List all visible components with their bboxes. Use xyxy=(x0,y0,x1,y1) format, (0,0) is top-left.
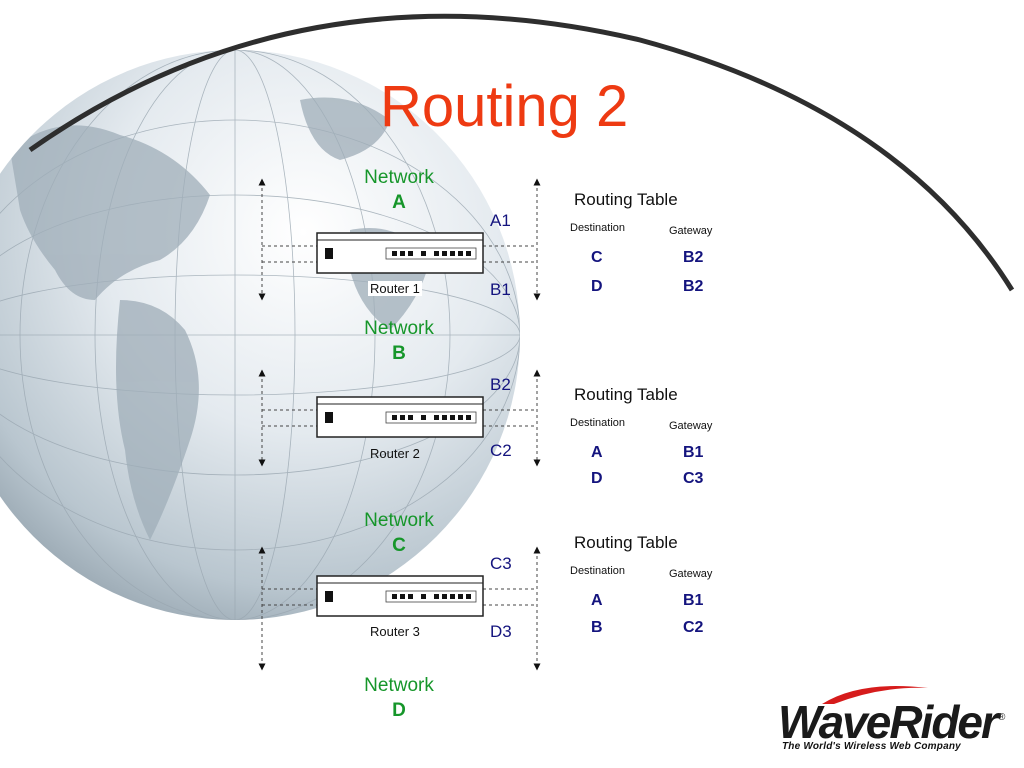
routing-table-2-row-1-gateway: B1 xyxy=(683,444,704,461)
logo-tagline: The World's Wireless Web Company xyxy=(782,741,961,752)
routing-table-1-row-1-destination: C xyxy=(591,249,603,266)
routing-table-3-row-1-gateway: B1 xyxy=(683,592,704,609)
logo-wordmark: WaveRider xyxy=(778,696,999,748)
router-3-device xyxy=(316,575,484,617)
network-c-letter: C xyxy=(392,535,406,556)
routing-table-1-destination-header: Destination xyxy=(570,222,626,234)
horizon-arc xyxy=(28,13,1015,292)
routing-table-2-gateway-header: Gateway xyxy=(669,420,713,432)
router-1-links xyxy=(258,178,541,301)
router-3-links xyxy=(258,546,541,671)
port-b2: B2 xyxy=(490,375,511,394)
routing-table-3-row-2-gateway: C2 xyxy=(683,619,704,636)
network-b-letter: B xyxy=(392,343,406,364)
routing-table-2-row-1-destination: A xyxy=(591,444,603,461)
network-b-label: Network B xyxy=(354,316,444,366)
router-2-label: Router 2 xyxy=(370,446,420,461)
network-a-word: Network xyxy=(364,167,434,188)
routing-table-3-title: Routing Table xyxy=(574,533,678,552)
routing-table-3-destination-header: Destination xyxy=(570,565,626,577)
network-b-word: Network xyxy=(364,318,434,339)
router-1-label: Router 1 xyxy=(368,281,422,296)
port-a1: A1 xyxy=(490,211,511,230)
port-d3: D3 xyxy=(490,622,512,641)
routing-table-3-row-1-destination: A xyxy=(591,592,603,609)
router-3-label: Router 3 xyxy=(370,624,420,639)
routing-table-1-row-2-gateway: B2 xyxy=(683,278,704,295)
port-c3: C3 xyxy=(490,554,512,573)
routing-table-1-gateway-header: Gateway xyxy=(669,225,713,237)
network-a-letter: A xyxy=(392,192,406,213)
globe-gridlines xyxy=(0,50,520,620)
routing-table-2-row-2-gateway: C3 xyxy=(683,470,704,487)
network-c-word: Network xyxy=(364,510,434,531)
slide-title: Routing 2 xyxy=(380,74,629,139)
logo-swoosh-icon xyxy=(822,686,928,704)
router-2-device xyxy=(316,396,484,438)
routing-table-2-title: Routing Table xyxy=(574,385,678,404)
network-c-label: Network C xyxy=(354,508,444,558)
port-c2: C2 xyxy=(490,441,512,460)
network-a-label: Network A xyxy=(354,165,444,215)
port-b1: B1 xyxy=(490,280,511,299)
network-d-letter: D xyxy=(392,700,406,721)
logo-registered-mark: ® xyxy=(998,712,1006,723)
routing-table-1-row-2-destination: D xyxy=(591,278,603,295)
routing-table-1-title: Routing Table xyxy=(574,190,678,209)
network-d-label: Network D xyxy=(354,673,444,723)
network-d-word: Network xyxy=(364,675,434,696)
routing-table-3-row-2-destination: B xyxy=(591,619,603,636)
router-2-links xyxy=(258,369,541,467)
routing-table-2-row-2-destination: D xyxy=(591,470,603,487)
routing-table-3-gateway-header: Gateway xyxy=(669,568,713,580)
routing-table-1-row-1-gateway: B2 xyxy=(683,249,704,266)
router-1-device xyxy=(316,232,484,274)
routing-table-2-destination-header: Destination xyxy=(570,417,626,429)
